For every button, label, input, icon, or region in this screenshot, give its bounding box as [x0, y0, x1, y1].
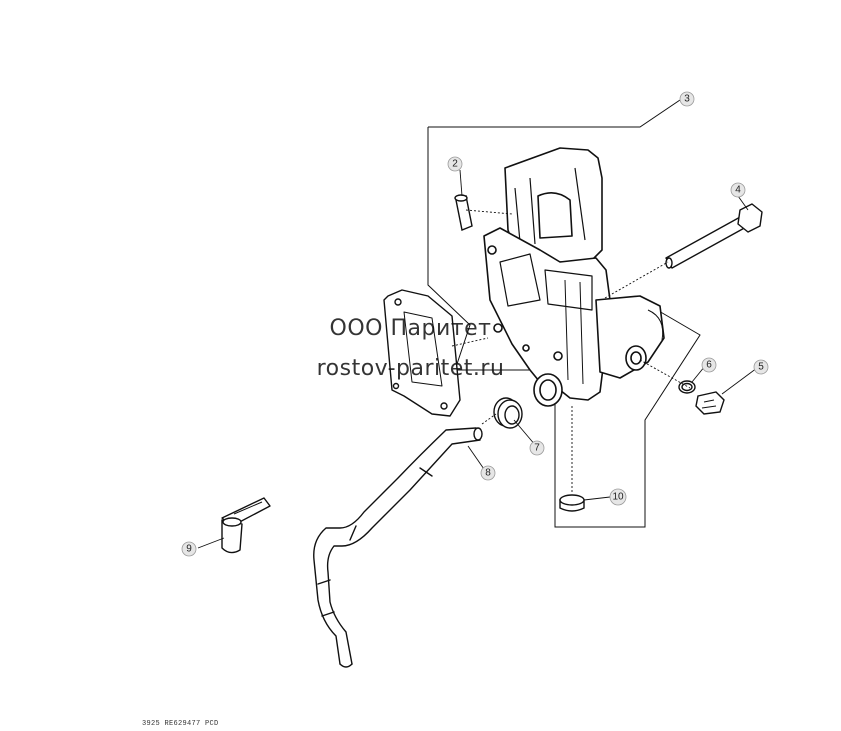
callout-5: 5 — [753, 359, 769, 375]
callout-label: 3 — [684, 94, 690, 105]
seal-ring-part-7 — [493, 397, 523, 429]
callout-label: 8 — [485, 468, 491, 479]
callout-6: 6 — [701, 357, 717, 373]
callout-7: 7 — [529, 440, 545, 456]
callout-2: 2 — [447, 156, 463, 172]
callout-4: 4 — [730, 182, 746, 198]
clip-part-9 — [221, 497, 271, 554]
plug-screw-part-5 — [695, 391, 725, 415]
watermark-url: rostov-paritet.ru — [316, 356, 505, 381]
watermark-company: ООО Паритет — [329, 316, 492, 341]
o-ring-part-6 — [678, 380, 696, 394]
assembly-outline — [427, 99, 701, 528]
callout-label: 4 — [735, 185, 741, 196]
callout-label: 9 — [186, 544, 192, 555]
drawing-code: 3925 RE629477 PCD — [142, 720, 219, 728]
gasket — [383, 289, 461, 417]
bolt-part-4 — [665, 203, 763, 269]
callout-label: 10 — [612, 492, 624, 503]
plug-part-2 — [454, 194, 473, 231]
callout-label: 7 — [534, 443, 540, 454]
hose-part-8 — [313, 427, 483, 668]
cap-part-10 — [559, 494, 585, 512]
callout-3: 3 — [679, 91, 695, 107]
leader-lines — [197, 169, 758, 549]
callout-label: 5 — [758, 362, 764, 373]
callout-9: 9 — [181, 541, 197, 557]
callout-label: 6 — [706, 360, 712, 371]
callout-label: 2 — [452, 159, 458, 170]
callout-8: 8 — [480, 465, 496, 481]
housing-manifold — [483, 147, 665, 407]
callout-10: 10 — [609, 488, 627, 506]
